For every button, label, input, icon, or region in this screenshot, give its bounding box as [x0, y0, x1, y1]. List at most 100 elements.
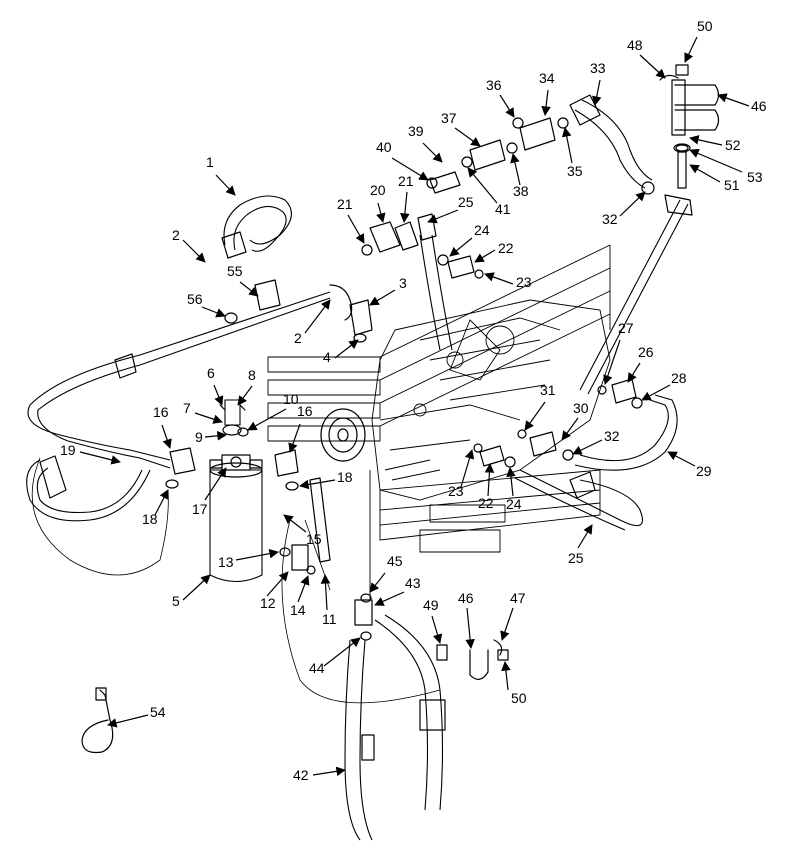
callout-label-15: 15 — [306, 531, 322, 547]
leader-line-12 — [266, 571, 289, 597]
callout-label-3: 3 — [399, 275, 407, 291]
leader-line-32b — [572, 439, 603, 455]
callout-label-52: 52 — [725, 137, 741, 153]
callout-label-36: 36 — [486, 77, 502, 93]
leader-line-39 — [422, 142, 443, 163]
callout-label-28: 28 — [671, 370, 687, 386]
leader-line-2b — [304, 299, 331, 334]
leader-line-38 — [510, 153, 521, 186]
callout-label-23b: 23 — [448, 483, 464, 499]
cable-strap — [81, 687, 114, 754]
callout-label-12: 12 — [260, 595, 276, 611]
callout-label-6: 6 — [207, 365, 215, 381]
callout-label-16a: 16 — [153, 404, 169, 420]
wire-loop — [31, 457, 169, 576]
callout-label-42: 42 — [293, 767, 309, 783]
callout-label-18a: 18 — [142, 511, 158, 527]
leader-line-23b — [460, 449, 475, 488]
leader-line-6 — [213, 384, 224, 406]
leader-line-43 — [374, 591, 405, 606]
callout-label-49: 49 — [423, 597, 439, 613]
leader-line-9 — [204, 431, 227, 441]
clamp-46 — [436, 639, 509, 680]
leader-line-16b — [288, 423, 301, 453]
leader-line-18a — [154, 489, 169, 516]
leader-line-46b — [465, 607, 475, 649]
leader-line-34 — [541, 89, 551, 116]
leader-line-51 — [689, 164, 721, 183]
leader-line-3 — [369, 289, 396, 306]
callout-label-32b: 32 — [604, 428, 620, 444]
leader-line-45 — [369, 572, 386, 593]
callout-label-25a: 25 — [458, 194, 474, 210]
callout-label-46a: 46 — [751, 98, 767, 114]
callout-label-17: 17 — [192, 501, 208, 517]
leader-line-26 — [627, 362, 641, 383]
leader-line-32a — [619, 191, 646, 217]
leader-line-21a — [347, 214, 365, 244]
callout-label-11: 11 — [322, 611, 337, 627]
callout-label-13: 13 — [218, 554, 234, 570]
leader-line-49 — [431, 615, 443, 644]
callout-label-31: 31 — [540, 382, 556, 398]
callout-label-53: 53 — [747, 169, 763, 185]
callout-label-2b: 2 — [294, 330, 302, 346]
callout-label-38: 38 — [513, 183, 529, 199]
callout-label-47: 47 — [510, 590, 526, 606]
callout-label-5: 5 — [172, 593, 180, 609]
callout-label-14: 14 — [290, 602, 306, 618]
callout-label-33: 33 — [590, 60, 606, 76]
callout-label-27: 27 — [618, 320, 634, 336]
callout-label-44: 44 — [309, 660, 325, 676]
leader-line-15 — [283, 514, 307, 533]
mounting-bracket — [267, 244, 611, 600]
lower-hose — [344, 614, 446, 841]
leader-line-18b — [299, 479, 336, 490]
leader-line-56 — [201, 306, 226, 318]
leader-line-24a — [449, 237, 473, 257]
leader-line-2a — [182, 239, 206, 263]
callout-label-22b: 22 — [478, 495, 494, 511]
leader-line-52 — [689, 135, 723, 146]
callout-label-46b: 46 — [458, 590, 474, 606]
callout-label-41: 41 — [495, 201, 511, 217]
leader-line-24b — [506, 467, 516, 497]
liquid-line — [579, 194, 693, 395]
hose-29 — [514, 394, 678, 531]
callout-label-39: 39 — [408, 123, 424, 139]
leader-line-54 — [107, 714, 149, 728]
harness-wire — [281, 519, 441, 704]
callout-label-29: 29 — [696, 463, 712, 479]
callout-label-9: 9 — [195, 429, 203, 445]
leader-line-19 — [79, 451, 121, 465]
callout-label-50b: 50 — [511, 690, 527, 706]
callout-label-37: 37 — [441, 110, 457, 126]
leader-line-8 — [237, 385, 253, 406]
leader-line-53 — [689, 148, 743, 173]
callout-label-18b: 18 — [337, 469, 353, 485]
leader-line-25a — [427, 209, 459, 224]
leader-line-55 — [239, 281, 259, 297]
leader-line-10 — [247, 408, 287, 431]
leader-line-17 — [204, 467, 227, 501]
leader-line-16a — [161, 424, 172, 449]
leader-line-33 — [591, 79, 602, 106]
callout-label-40: 40 — [376, 139, 392, 155]
discharge-hose — [26, 291, 331, 522]
callout-label-54: 54 — [150, 704, 166, 720]
callout-label-7: 7 — [183, 400, 191, 416]
leader-line-30 — [561, 417, 579, 441]
callout-label-45: 45 — [387, 553, 403, 569]
leader-line-22b — [484, 463, 495, 497]
callout-label-8: 8 — [248, 367, 256, 383]
callout-label-43: 43 — [405, 575, 421, 591]
leader-line-41 — [467, 167, 498, 204]
callout-label-48: 48 — [627, 37, 643, 53]
fittings — [169, 117, 637, 626]
callout-label-30: 30 — [573, 400, 589, 416]
leader-line-47 — [500, 607, 514, 641]
callout-label-55: 55 — [227, 263, 243, 279]
o-rings — [165, 117, 689, 641]
leader-line-44 — [323, 637, 361, 667]
